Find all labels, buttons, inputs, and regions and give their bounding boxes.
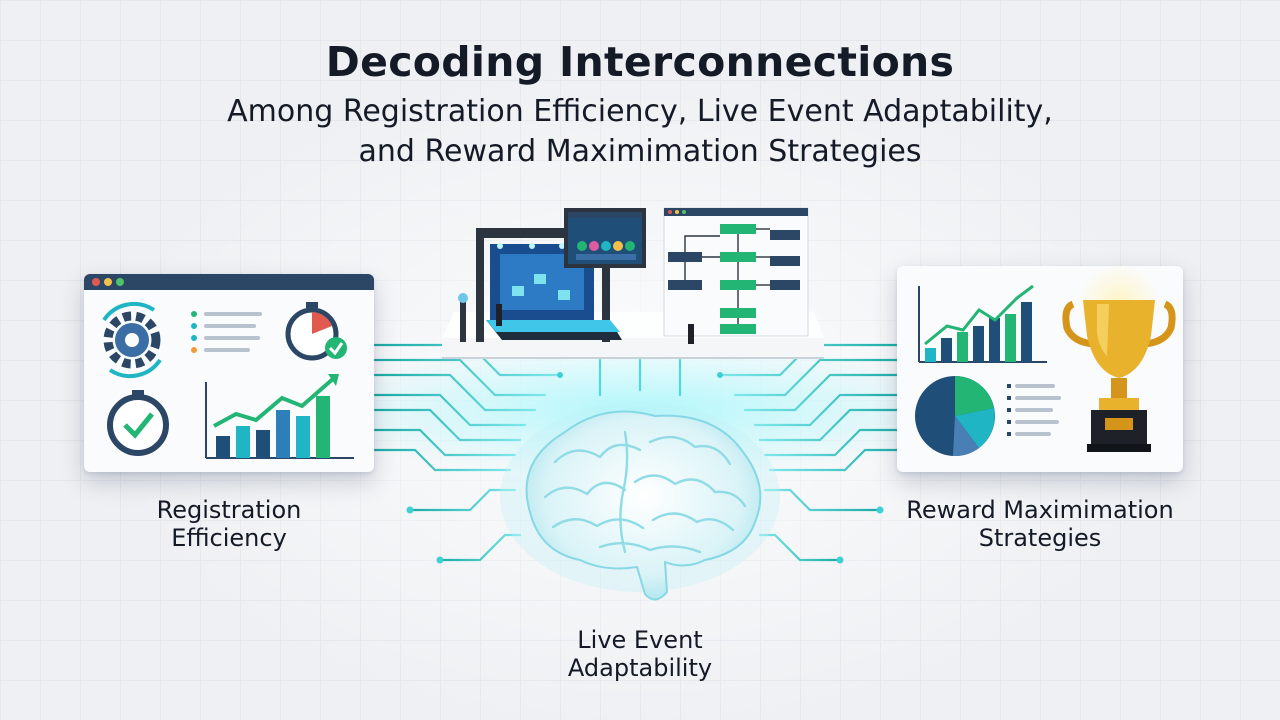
reward-illustration <box>915 266 1176 457</box>
window-close-dot <box>92 278 100 286</box>
live-event-platform <box>442 207 824 359</box>
live-event-adaptability-line1: Live Event <box>577 626 703 654</box>
reward-maximimation-line2: Strategies <box>978 524 1102 552</box>
checklist-icon <box>191 311 262 353</box>
registration-efficiency-line1: Registration <box>156 496 302 524</box>
page-subtitle-line2: and Reward Maximimation Strategies <box>358 134 922 169</box>
live-event-adaptability-label: Live Event Adaptability <box>500 626 780 682</box>
flowchart-icon <box>663 207 809 344</box>
brain-icon <box>500 402 780 601</box>
page-title: Decoding Interconnections <box>325 38 955 86</box>
registration-efficiency-label: Registration Efficiency <box>84 496 374 552</box>
trend-line <box>924 284 1034 346</box>
trend-arrow-icon <box>213 376 336 428</box>
registration-efficiency-card <box>84 274 374 472</box>
reward-maximimation-line1: Reward Maximimation <box>906 496 1174 524</box>
gear-icon <box>102 301 162 379</box>
pie-chart-icon <box>915 376 995 457</box>
reward-maximimation-label: Reward Maximimation Strategies <box>880 496 1200 552</box>
registration-efficiency-line2: Efficiency <box>171 524 287 552</box>
bar-chart-icon <box>918 284 1047 363</box>
stopwatch-icon <box>285 302 347 361</box>
window-minimize-dot <box>104 278 112 286</box>
window-titlebar <box>84 274 374 290</box>
stopwatch-check-icon <box>107 390 169 456</box>
page-subtitle-line1: Among Registration Efficiency, Live Even… <box>227 94 1053 129</box>
window-maximize-dot <box>116 278 124 286</box>
live-event-adaptability-line2: Adaptability <box>567 654 713 682</box>
legend-lines <box>1007 384 1061 436</box>
bar-chart-icon <box>205 374 354 459</box>
trophy-icon <box>1062 266 1176 452</box>
registration-illustration <box>102 301 354 459</box>
video-screen-icon <box>564 208 646 268</box>
reward-maximimation-card <box>897 266 1183 472</box>
